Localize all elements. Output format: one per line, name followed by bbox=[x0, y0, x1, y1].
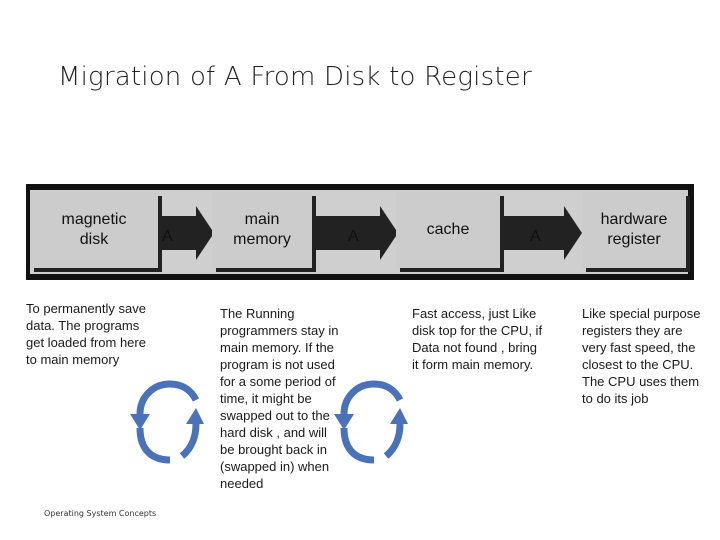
description-disk: To permanently save data. The programs g… bbox=[26, 301, 146, 367]
box-label-line1: magnetic bbox=[61, 211, 127, 228]
circular-arrows-icon bbox=[130, 380, 204, 464]
arrow-right-icon bbox=[316, 206, 398, 260]
box-cache: cache bbox=[396, 192, 500, 268]
box-label-line2: register bbox=[607, 231, 661, 248]
arrow-right-icon bbox=[158, 206, 214, 260]
arrow-label-a: A bbox=[348, 228, 359, 245]
description-register: Like special purpose registers they are … bbox=[582, 306, 701, 406]
description-cache: Fast access, just Like disk top for the … bbox=[412, 306, 543, 372]
box-label-line1: main bbox=[244, 211, 280, 228]
box-label-line1: cache bbox=[426, 221, 470, 238]
slide-title: Migration of A From Disk to Register bbox=[58, 62, 532, 92]
box-magnetic-disk: magnetic disk bbox=[30, 192, 158, 268]
box-hardware-register: hardware register bbox=[582, 192, 686, 268]
hierarchy-diagram: magnetic disk A main memory A cache A ha… bbox=[26, 184, 694, 280]
slide-footer: Operating System Concepts bbox=[44, 509, 157, 518]
box-main-memory: main memory bbox=[212, 192, 312, 268]
circular-arrows-icon bbox=[334, 380, 408, 464]
description-main-memory: The Running programmers stay in main mem… bbox=[220, 306, 339, 491]
box-label-line2: memory bbox=[233, 231, 291, 248]
arrow-label-a: A bbox=[530, 228, 541, 245]
box-label-line1: hardware bbox=[600, 211, 668, 228]
box-label-line2: disk bbox=[79, 231, 109, 248]
arrow-label-a: A bbox=[162, 228, 173, 245]
arrow-right-icon bbox=[502, 206, 582, 260]
